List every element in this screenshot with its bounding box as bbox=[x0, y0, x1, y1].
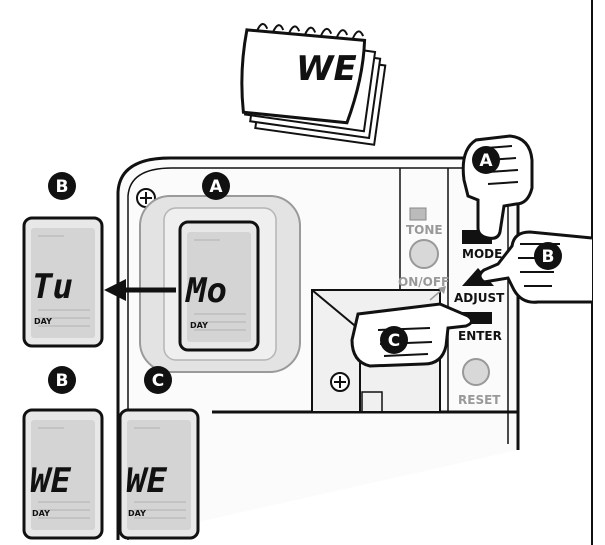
main-lcd-day-label: DAY bbox=[190, 321, 208, 330]
bottom-left-lcd-day-label: DAY bbox=[32, 509, 50, 518]
marker-a-main: A bbox=[202, 172, 230, 200]
marker-b-left: B bbox=[48, 172, 76, 200]
tone-label: TONE bbox=[406, 223, 443, 237]
svg-text:B: B bbox=[56, 177, 69, 197]
marker-c-hand: C bbox=[380, 326, 408, 354]
screw-icon bbox=[330, 372, 350, 392]
main-display: Mo DAY bbox=[139, 195, 301, 373]
svg-text:A: A bbox=[209, 177, 223, 197]
main-lcd-day: Mo bbox=[185, 271, 227, 311]
pointing-hand-icon bbox=[350, 302, 473, 368]
reset-label: RESET bbox=[458, 393, 501, 407]
calendar-icon: WE bbox=[240, 23, 387, 146]
tone-control: TONE bbox=[406, 207, 443, 237]
marker-b-hand: B bbox=[534, 242, 562, 270]
arrow-left-icon bbox=[104, 279, 176, 301]
svg-text:B: B bbox=[542, 247, 555, 267]
svg-text:C: C bbox=[388, 331, 400, 351]
on-off-label: ON/OFF bbox=[398, 275, 449, 289]
bottom-right-lcd-day: WE bbox=[126, 461, 167, 501]
adjust-label: ADJUST bbox=[454, 291, 505, 305]
svg-text:B: B bbox=[56, 371, 69, 391]
marker-a-hand: A bbox=[472, 146, 500, 174]
bottom-left-lcd-day: WE bbox=[30, 461, 71, 501]
reset-button[interactable]: RESET bbox=[458, 358, 501, 407]
bottom-left-lcd: WE DAY bbox=[22, 408, 104, 540]
calendar-day-text: WE bbox=[296, 49, 357, 89]
on-off-button[interactable]: ON/OFF bbox=[398, 239, 449, 289]
bottom-right-lcd: WE DAY bbox=[118, 408, 200, 540]
left-lcd: Tu DAY bbox=[22, 216, 104, 348]
mode-label: MODE bbox=[462, 247, 502, 261]
bottom-right-lcd-day-label: DAY bbox=[128, 509, 146, 518]
left-lcd-day: Tu bbox=[32, 267, 73, 307]
svg-text:A: A bbox=[479, 151, 493, 171]
svg-text:C: C bbox=[152, 371, 164, 391]
marker-c-bottom: C bbox=[144, 366, 172, 394]
marker-b-bottom: B bbox=[48, 366, 76, 394]
enter-label: ENTER bbox=[458, 329, 502, 343]
left-lcd-day-label: DAY bbox=[34, 317, 52, 326]
small-arrow-icon bbox=[429, 286, 446, 301]
